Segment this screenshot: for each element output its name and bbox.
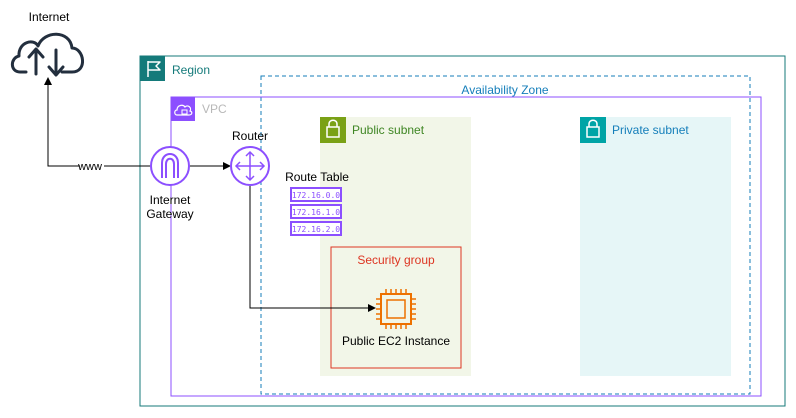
internet-gateway-icon <box>150 146 190 186</box>
internet-gateway-label-line2: Gateway <box>146 207 193 221</box>
ec2-instance-label: Public EC2 Instance <box>342 334 450 348</box>
lock-icon <box>320 117 346 143</box>
route-table: 172.16.0.0 172.16.1.0 172.16.2.0 <box>290 187 342 236</box>
route-table-entry-box <box>290 187 342 202</box>
region-label: Region <box>172 63 210 77</box>
vpc-cloud-icon <box>171 97 195 121</box>
router-icon <box>230 146 270 186</box>
internet-cloud-icon <box>10 32 84 77</box>
vpc-boundary <box>170 96 762 397</box>
internet-gateway-label-line1: Internet <box>150 193 191 207</box>
availability-zone-label: Availability Zone <box>461 83 548 97</box>
router-label: Router <box>232 129 268 143</box>
ec2-chip-icon <box>376 289 416 329</box>
vpc-label: VPC <box>202 102 227 116</box>
route-table-entry-box <box>290 221 342 236</box>
public-subnet-label: Public subnet <box>352 123 425 137</box>
route-table-entry: 172.16.0.0 <box>292 191 340 200</box>
availability-zone-boundary <box>260 75 751 395</box>
route-table-entry-box <box>290 204 342 219</box>
lock-icon <box>580 117 606 143</box>
private-subnet-label: Private subnet <box>612 123 689 137</box>
router-to-ec2-arrow <box>249 186 376 312</box>
route-table-entry: 172.16.2.0 <box>292 225 340 234</box>
security-group-label: Security group <box>357 253 435 267</box>
internet-to-www-line <box>47 78 81 167</box>
route-table-label: Route Table <box>285 170 349 184</box>
region-boundary <box>139 55 786 407</box>
route-table-entry: 172.16.1.0 <box>292 208 340 217</box>
www-label: www <box>77 161 102 173</box>
www-label-bg <box>80 159 104 173</box>
internet-label: Internet <box>29 10 70 24</box>
region-flag-icon <box>140 56 165 81</box>
private-subnet <box>580 117 731 376</box>
